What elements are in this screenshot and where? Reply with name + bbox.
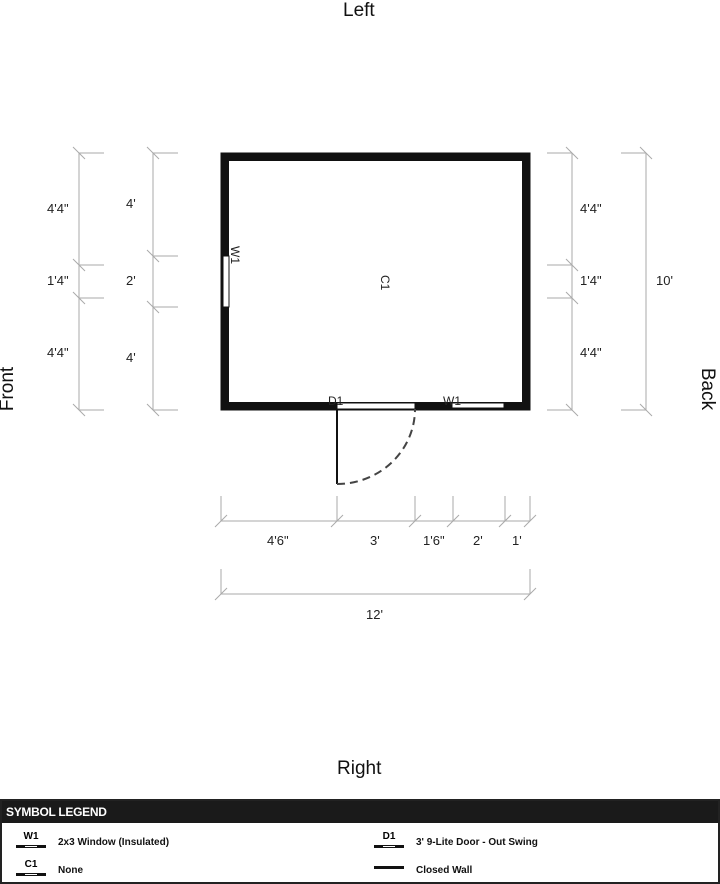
legend-code-c1: C1 (24, 859, 38, 870)
door-d1: D1 (328, 394, 416, 485)
legend-symbol-w1: W1 (16, 831, 46, 851)
dim-left-inner-3: 4' (126, 350, 136, 365)
right-total-dimension: 10' (621, 146, 673, 417)
floor-plan: 4'4" 1'4" 4'4" 4' 2' 4' 4'4" 1'4" 4'4" (47, 146, 673, 622)
bottom-window-w1: W1 (443, 394, 505, 409)
dim-bottom-5: 1' (512, 533, 522, 548)
legend-label-wall: Closed Wall (416, 865, 473, 876)
legend-symbol-wall (374, 859, 404, 879)
legend-symbol-c1: C1 (16, 859, 46, 879)
dim-left-outer-1: 4'4" (47, 201, 69, 216)
dim-bottom-3: 1'6" (423, 533, 445, 548)
legend-code-d1: D1 (382, 831, 396, 842)
right-inner-dimension: 4'4" 1'4" 4'4" (547, 146, 602, 417)
legend-label-d1: 3' 9-Lite Door - Out Swing (416, 837, 538, 848)
dim-right-inner-3: 4'4" (580, 345, 602, 360)
dim-right-inner-1: 4'4" (580, 201, 602, 216)
symbol-legend: SYMBOL LEGEND W1 2x3 Window (Insulated) … (0, 799, 720, 884)
dim-left-outer-3: 4'4" (47, 345, 69, 360)
legend-label-c1: None (58, 865, 83, 876)
dim-right-total: 10' (656, 273, 673, 288)
dim-right-inner-2: 1'4" (580, 273, 602, 288)
dim-bottom-2: 3' (370, 533, 380, 548)
bottom-total-dimension: 12' (214, 569, 537, 622)
left-outer-dimension: 4'4" 1'4" 4'4" (47, 146, 104, 417)
bottom-segments-dimension: 4'6" 3' 1'6" 2' 1' (214, 496, 537, 548)
dim-bottom-1: 4'6" (267, 533, 289, 548)
left-inner-dimension: 4' 2' 4' (126, 146, 178, 417)
legend-title: SYMBOL LEGEND (2, 801, 718, 823)
center-label: C1 (378, 275, 392, 291)
dim-left-outer-2: 1'4" (47, 273, 69, 288)
closed-wall-icon (374, 866, 404, 869)
dim-bottom-total: 12' (366, 607, 383, 622)
bottom-window-label: W1 (443, 394, 461, 408)
dim-left-inner-1: 4' (126, 196, 136, 211)
side-label-top: Left (343, 0, 375, 21)
left-window-w1: W1 (222, 246, 242, 308)
dim-bottom-4: 2' (473, 533, 483, 548)
legend-label-w1: 2x3 Window (Insulated) (58, 837, 170, 848)
legend-code-w1: W1 (23, 831, 39, 842)
left-window-label: W1 (228, 246, 242, 264)
building-walls (220, 152, 531, 411)
dim-left-inner-2: 2' (126, 273, 136, 288)
side-label-bottom: Right (337, 758, 382, 779)
door-label: D1 (328, 394, 344, 408)
legend-symbol-d1: D1 (374, 831, 404, 851)
